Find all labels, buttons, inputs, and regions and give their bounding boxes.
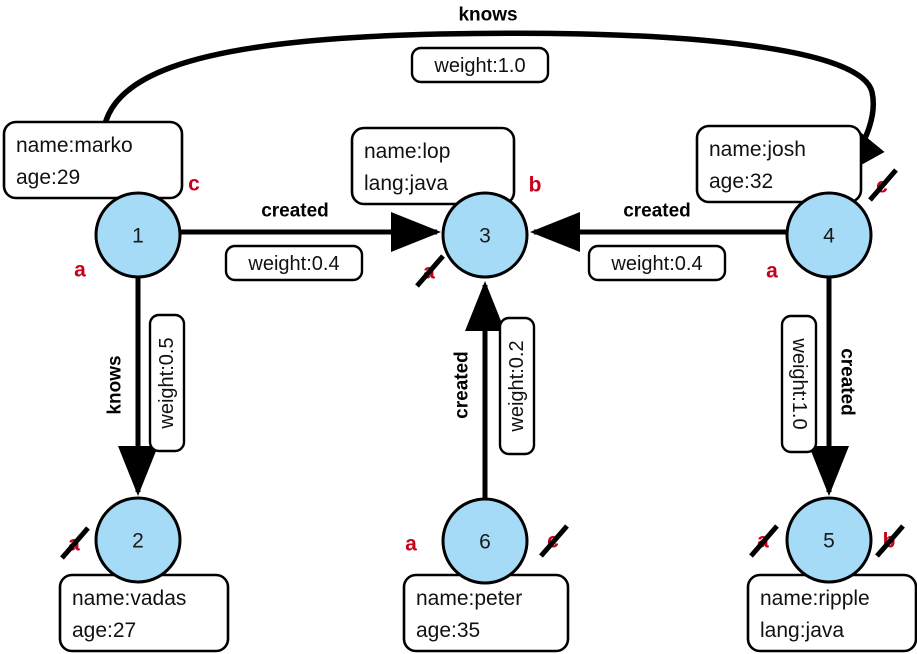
prop-box-node-5: name:ripple lang:java xyxy=(746,573,917,653)
prop-line: name:vadas xyxy=(72,587,186,610)
weight-label: weight:1.0 xyxy=(788,337,810,429)
annotation-node-1-c: c xyxy=(187,171,202,197)
weight-box-created-1-3: weight:0.4 xyxy=(224,244,364,282)
annotation-node-5-b: b xyxy=(875,524,905,558)
prop-box-rect xyxy=(2,120,184,200)
annotation-node-2-a: a xyxy=(60,526,90,560)
annotation-node-3-a: a xyxy=(415,254,445,288)
prop-line: lang:java xyxy=(760,619,844,642)
weight-box-knows-1-4: weight:1.0 xyxy=(410,46,550,84)
node-id-label: 2 xyxy=(132,530,144,553)
weight-box-rect xyxy=(148,313,186,453)
weight-label: weight:1.0 xyxy=(433,55,525,77)
prop-box-node-3: name:lop lang:java xyxy=(350,126,516,206)
edge-label-created-4-3: created xyxy=(623,201,691,222)
node-1[interactable]: 1 xyxy=(94,191,182,279)
annotation-letter: b xyxy=(529,174,542,197)
annotation-node-4-c: c xyxy=(868,168,898,202)
annotation-node-6-a: a xyxy=(404,531,419,557)
node-circle xyxy=(785,191,873,279)
strikethrough-mark xyxy=(868,168,898,202)
prop-box-node-6: name:peter age:35 xyxy=(402,573,570,653)
weight-label: weight:0.2 xyxy=(506,340,528,432)
node-id-label: 5 xyxy=(823,530,835,553)
edge-label-created-6-3: created xyxy=(452,351,473,419)
node-6[interactable]: 6 xyxy=(441,497,529,585)
annotation-node-6-c: c xyxy=(539,524,569,558)
node-id-label: 1 xyxy=(132,225,144,248)
edge-label-created-1-3: created xyxy=(261,201,329,222)
annotation-letter: a xyxy=(74,259,86,282)
weight-box-rect xyxy=(587,244,727,282)
edge-label-knows-1-2: knows xyxy=(105,355,126,414)
weight-label: weight:0.4 xyxy=(610,253,702,275)
prop-line: name:josh xyxy=(709,138,806,161)
weight-box-rect xyxy=(498,316,536,456)
node-id-label: 4 xyxy=(823,225,835,248)
edge-label-knows-1-4: knows xyxy=(458,5,517,26)
prop-box-rect xyxy=(695,124,863,204)
weight-box-rect xyxy=(410,46,550,84)
weight-box-knows-1-2: weight:0.5 xyxy=(148,313,186,453)
strikethrough-mark xyxy=(415,254,445,288)
annotation-letter: c xyxy=(188,173,200,196)
prop-line: name:lop xyxy=(364,140,450,163)
node-circle xyxy=(94,496,182,584)
prop-line: lang:java xyxy=(364,172,448,195)
strikethrough-mark xyxy=(749,524,779,558)
strikethrough-mark xyxy=(60,526,90,560)
annotation-node-5-a: a xyxy=(749,524,779,558)
annotation-node-1-a: a xyxy=(73,257,88,283)
node-3[interactable]: 3 xyxy=(441,191,529,279)
node-circle xyxy=(94,191,182,279)
prop-line: name:marko xyxy=(16,134,133,157)
prop-line: age:29 xyxy=(16,166,80,189)
prop-line: name:peter xyxy=(416,587,522,610)
node-5[interactable]: 5 xyxy=(785,496,873,584)
strikethrough-mark xyxy=(539,524,569,558)
node-circle xyxy=(785,496,873,584)
prop-box-node-1: name:marko age:29 xyxy=(2,120,184,200)
prop-line: age:27 xyxy=(72,619,136,642)
weight-box-created-4-3: weight:0.4 xyxy=(587,244,727,282)
node-id-label: 3 xyxy=(479,225,491,248)
prop-box-node-4: name:josh age:32 xyxy=(695,124,863,204)
annotation-node-4-a: a xyxy=(765,258,780,284)
node-circle xyxy=(441,191,529,279)
node-id-label: 6 xyxy=(479,531,491,554)
edge-1-knows-4[interactable] xyxy=(99,30,885,177)
weight-label: weight:0.4 xyxy=(247,253,339,275)
edge-1-knows-4-path xyxy=(99,30,885,177)
annotation-letter: a xyxy=(405,533,417,556)
edge-label-created-4-5: created xyxy=(837,348,858,416)
annotation-letter: a xyxy=(766,260,778,283)
annotation-node-3-b: b xyxy=(527,172,542,198)
prop-line: name:ripple xyxy=(760,587,870,610)
weight-label: weight:0.5 xyxy=(156,337,178,429)
node-circle xyxy=(441,497,529,585)
weight-box-created-6-3: weight:0.2 xyxy=(498,316,536,456)
strikethrough-mark xyxy=(875,524,905,558)
node-2[interactable]: 2 xyxy=(94,496,182,584)
weight-box-rect xyxy=(780,314,818,454)
node-4[interactable]: 4 xyxy=(785,191,873,279)
prop-box-rect xyxy=(350,126,516,206)
prop-line: age:32 xyxy=(709,170,773,193)
prop-line: age:35 xyxy=(416,619,480,642)
weight-box-created-4-5: weight:1.0 xyxy=(780,314,818,454)
weight-box-rect xyxy=(224,244,364,282)
prop-box-node-2: name:vadas age:27 xyxy=(58,573,230,653)
